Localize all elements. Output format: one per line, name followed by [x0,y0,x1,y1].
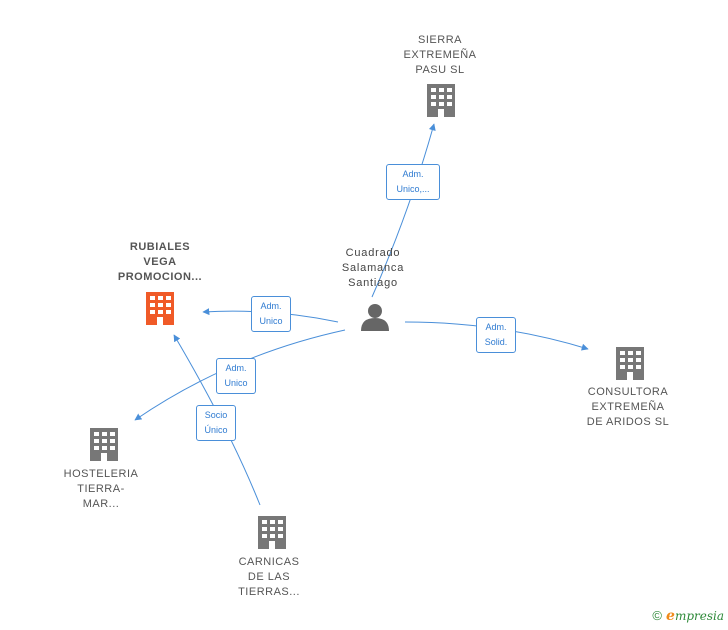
node-label-sierra[interactable]: SIERRA EXTREMEÑA PASU SL [395,33,485,78]
node-label-rubiales[interactable]: RUBIALES VEGA PROMOCION... [108,240,212,285]
node-label-line: SIERRA [418,34,462,46]
node-label-line: PROMOCION... [117,271,203,283]
node-label-carnicas[interactable]: CARNICAS DE LAS TIERRAS... [224,555,314,600]
edge-label-line: Unico,... [396,184,430,194]
edge-label-line: Unico [259,316,283,326]
edge-label-consultora[interactable]: Adm. Solid. [476,317,516,353]
edge-label-line: Único [204,425,228,435]
node-label-line: TIERRA- [77,483,125,495]
edge-label-rubiales[interactable]: Adm. Unico [251,296,291,332]
brand-initial: e [666,608,675,624]
node-label-line: Salamanca [341,262,405,274]
node-label-line: EXTREMEÑA [591,401,665,413]
node-label-line: VEGA [143,256,177,268]
building-icon[interactable] [146,292,174,325]
node-label-line: CARNICAS [238,556,300,568]
node-label-person[interactable]: Cuadrado Salamanca Santiago [328,246,418,291]
node-label-consultora[interactable]: CONSULTORA EXTREMEÑA DE ARIDOS SL [576,385,680,430]
brand-name: mpresia [674,609,724,623]
node-label-line: EXTREMEÑA [403,49,477,61]
node-label-line: DE ARIDOS SL [586,416,670,428]
person-icon[interactable] [361,304,389,331]
building-icon[interactable] [258,516,286,549]
edge-label-line: Solid. [484,337,508,347]
building-icon[interactable] [427,84,455,117]
node-label-line: Cuadrado [345,247,401,259]
node-label-line: RUBIALES [129,241,191,253]
building-icon[interactable] [616,347,644,380]
node-label-line: HOSTELERIA [63,468,139,480]
edge-label-sierra[interactable]: Adm. Unico,... [386,164,440,200]
node-label-line: MAR... [82,498,120,510]
edge-label-line: Socio [204,410,228,420]
edge-person-sierra [371,123,436,298]
brand-logo: ©empresia [652,608,724,624]
node-label-line: PASU SL [415,64,465,76]
edge-label-carnicas[interactable]: Socio Único [196,405,236,441]
edge-label-line: Adm. [485,322,507,332]
edge-label-line: Adm. [260,301,282,311]
edge-label-line: Unico [224,378,248,388]
node-label-line: DE LAS [247,571,291,583]
node-label-hosteleria[interactable]: HOSTELERIA TIERRA- MAR... [54,467,148,512]
edge-label-line: Adm. [402,169,424,179]
edge-label-line: Adm. [225,363,247,373]
copyright-symbol: © [652,608,663,623]
node-label-line: TIERRAS... [238,586,300,598]
edge-label-hosteleria[interactable]: Adm. Unico [216,358,256,394]
node-label-line: CONSULTORA [587,386,669,398]
building-icon[interactable] [90,428,118,461]
node-label-line: Santiago [348,277,398,289]
